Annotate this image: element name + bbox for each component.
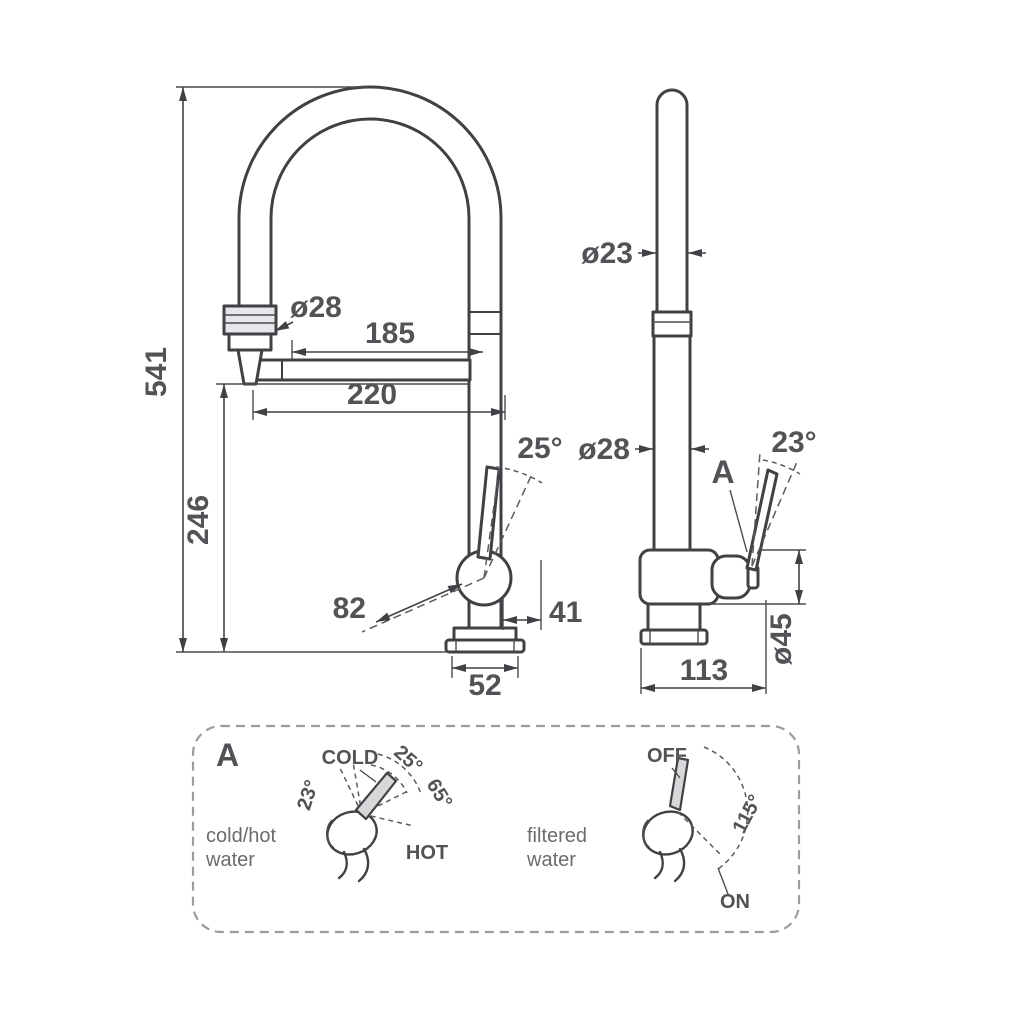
gooseneck-inner (269, 117, 471, 630)
dim-246-label: 246 (182, 495, 215, 545)
swing-construction-line (483, 473, 533, 579)
dim-185-label: 185 (365, 317, 415, 350)
side-dimensions: ø23 ø28 23° A ø45 113 (578, 237, 817, 694)
filter-off-label: OFF (647, 745, 687, 767)
detail-panel-border (191, 724, 801, 934)
filter-caption-line1: filtered (527, 825, 587, 847)
detail-leader (729, 489, 748, 553)
side-handle-mount (710, 554, 752, 600)
mixer-leader (359, 769, 377, 783)
dim-line-82 (375, 583, 463, 623)
side-column (652, 334, 692, 552)
swing-arc (762, 459, 801, 475)
swing-construction-line (751, 461, 798, 567)
side-body (638, 548, 720, 606)
filter-caption-line2: water (526, 849, 576, 871)
dim-25deg-label: 25° (517, 432, 562, 465)
leader-d28 (274, 321, 294, 332)
mixer-65deg-label: 65° (422, 775, 457, 812)
filter-body (642, 810, 694, 856)
panel-marker-a: A (216, 737, 239, 773)
mixer-lever (354, 771, 398, 821)
filter-tail (673, 847, 686, 883)
filter-pos-on (677, 811, 723, 857)
filter-tail (653, 850, 664, 880)
mixer-body (326, 810, 378, 856)
side-base-neck (646, 602, 702, 632)
detail-panel: A COLD 25° 65° 23° HOT cold/hot water (191, 724, 801, 934)
mixer-25deg-label: 25° (389, 741, 426, 778)
spray-head-body (227, 332, 273, 352)
dim-52-label: 52 (468, 669, 501, 702)
side-handle-lever (745, 468, 779, 572)
filter-on-label: ON (720, 891, 750, 913)
front-view (222, 85, 526, 654)
front-dimensions: 541 246 ø28 185 220 25° 82 41 (140, 86, 582, 702)
side-view (638, 88, 779, 646)
base-neck (452, 626, 518, 642)
detail-marker-a: A (711, 454, 734, 490)
filter-115deg-label: 115° (729, 791, 767, 837)
dim-d23-label: ø23 (581, 237, 633, 270)
dim-541-label: 541 (140, 347, 173, 397)
mixer-arc (370, 764, 408, 794)
dim-41-label: 41 (549, 596, 582, 629)
mixer-caption-line1: cold/hot (206, 825, 276, 847)
dim-82-label: 82 (333, 592, 366, 625)
filter-detail: OFF 115° ON filtered water (526, 745, 767, 913)
gooseneck-outer (237, 85, 503, 630)
dim-d45-label: ø45 (765, 613, 798, 665)
dim-d28-label: ø28 (290, 291, 342, 324)
mixer-cold-label: COLD (322, 747, 379, 769)
swing-arc (495, 466, 543, 484)
side-base-flange (639, 628, 709, 646)
spray-head-collar (222, 304, 278, 336)
dim-23deg-label: 23° (771, 426, 816, 459)
mixer-caption-line2: water (205, 849, 255, 871)
filter-leader (671, 767, 681, 779)
dim-220-label: 220 (347, 378, 397, 411)
filter-arc (703, 746, 749, 870)
handle-construction-line (361, 577, 485, 633)
filter-body-line (642, 819, 651, 849)
filter-leader (717, 867, 729, 895)
spout-arm (250, 358, 472, 382)
dim-113-label: 113 (680, 654, 728, 687)
swing-construction-line (483, 461, 501, 579)
filter-lever (668, 756, 690, 812)
mixer-hot-label: HOT (406, 842, 448, 864)
side-connector (651, 310, 693, 338)
spray-nozzle (236, 348, 264, 386)
mixer-tail (337, 850, 348, 880)
mixer-detail: COLD 25° 65° 23° HOT cold/hot water (205, 741, 457, 883)
dim-d28s-label: ø28 (578, 433, 630, 466)
mixer-arc (377, 753, 422, 795)
mixer-23deg-label: 23° (293, 777, 323, 813)
side-tube (655, 88, 689, 314)
mixer-tail (357, 847, 370, 883)
mixer-body-line (326, 819, 335, 849)
base-flange (444, 638, 526, 654)
swing-construction-line (751, 451, 761, 567)
